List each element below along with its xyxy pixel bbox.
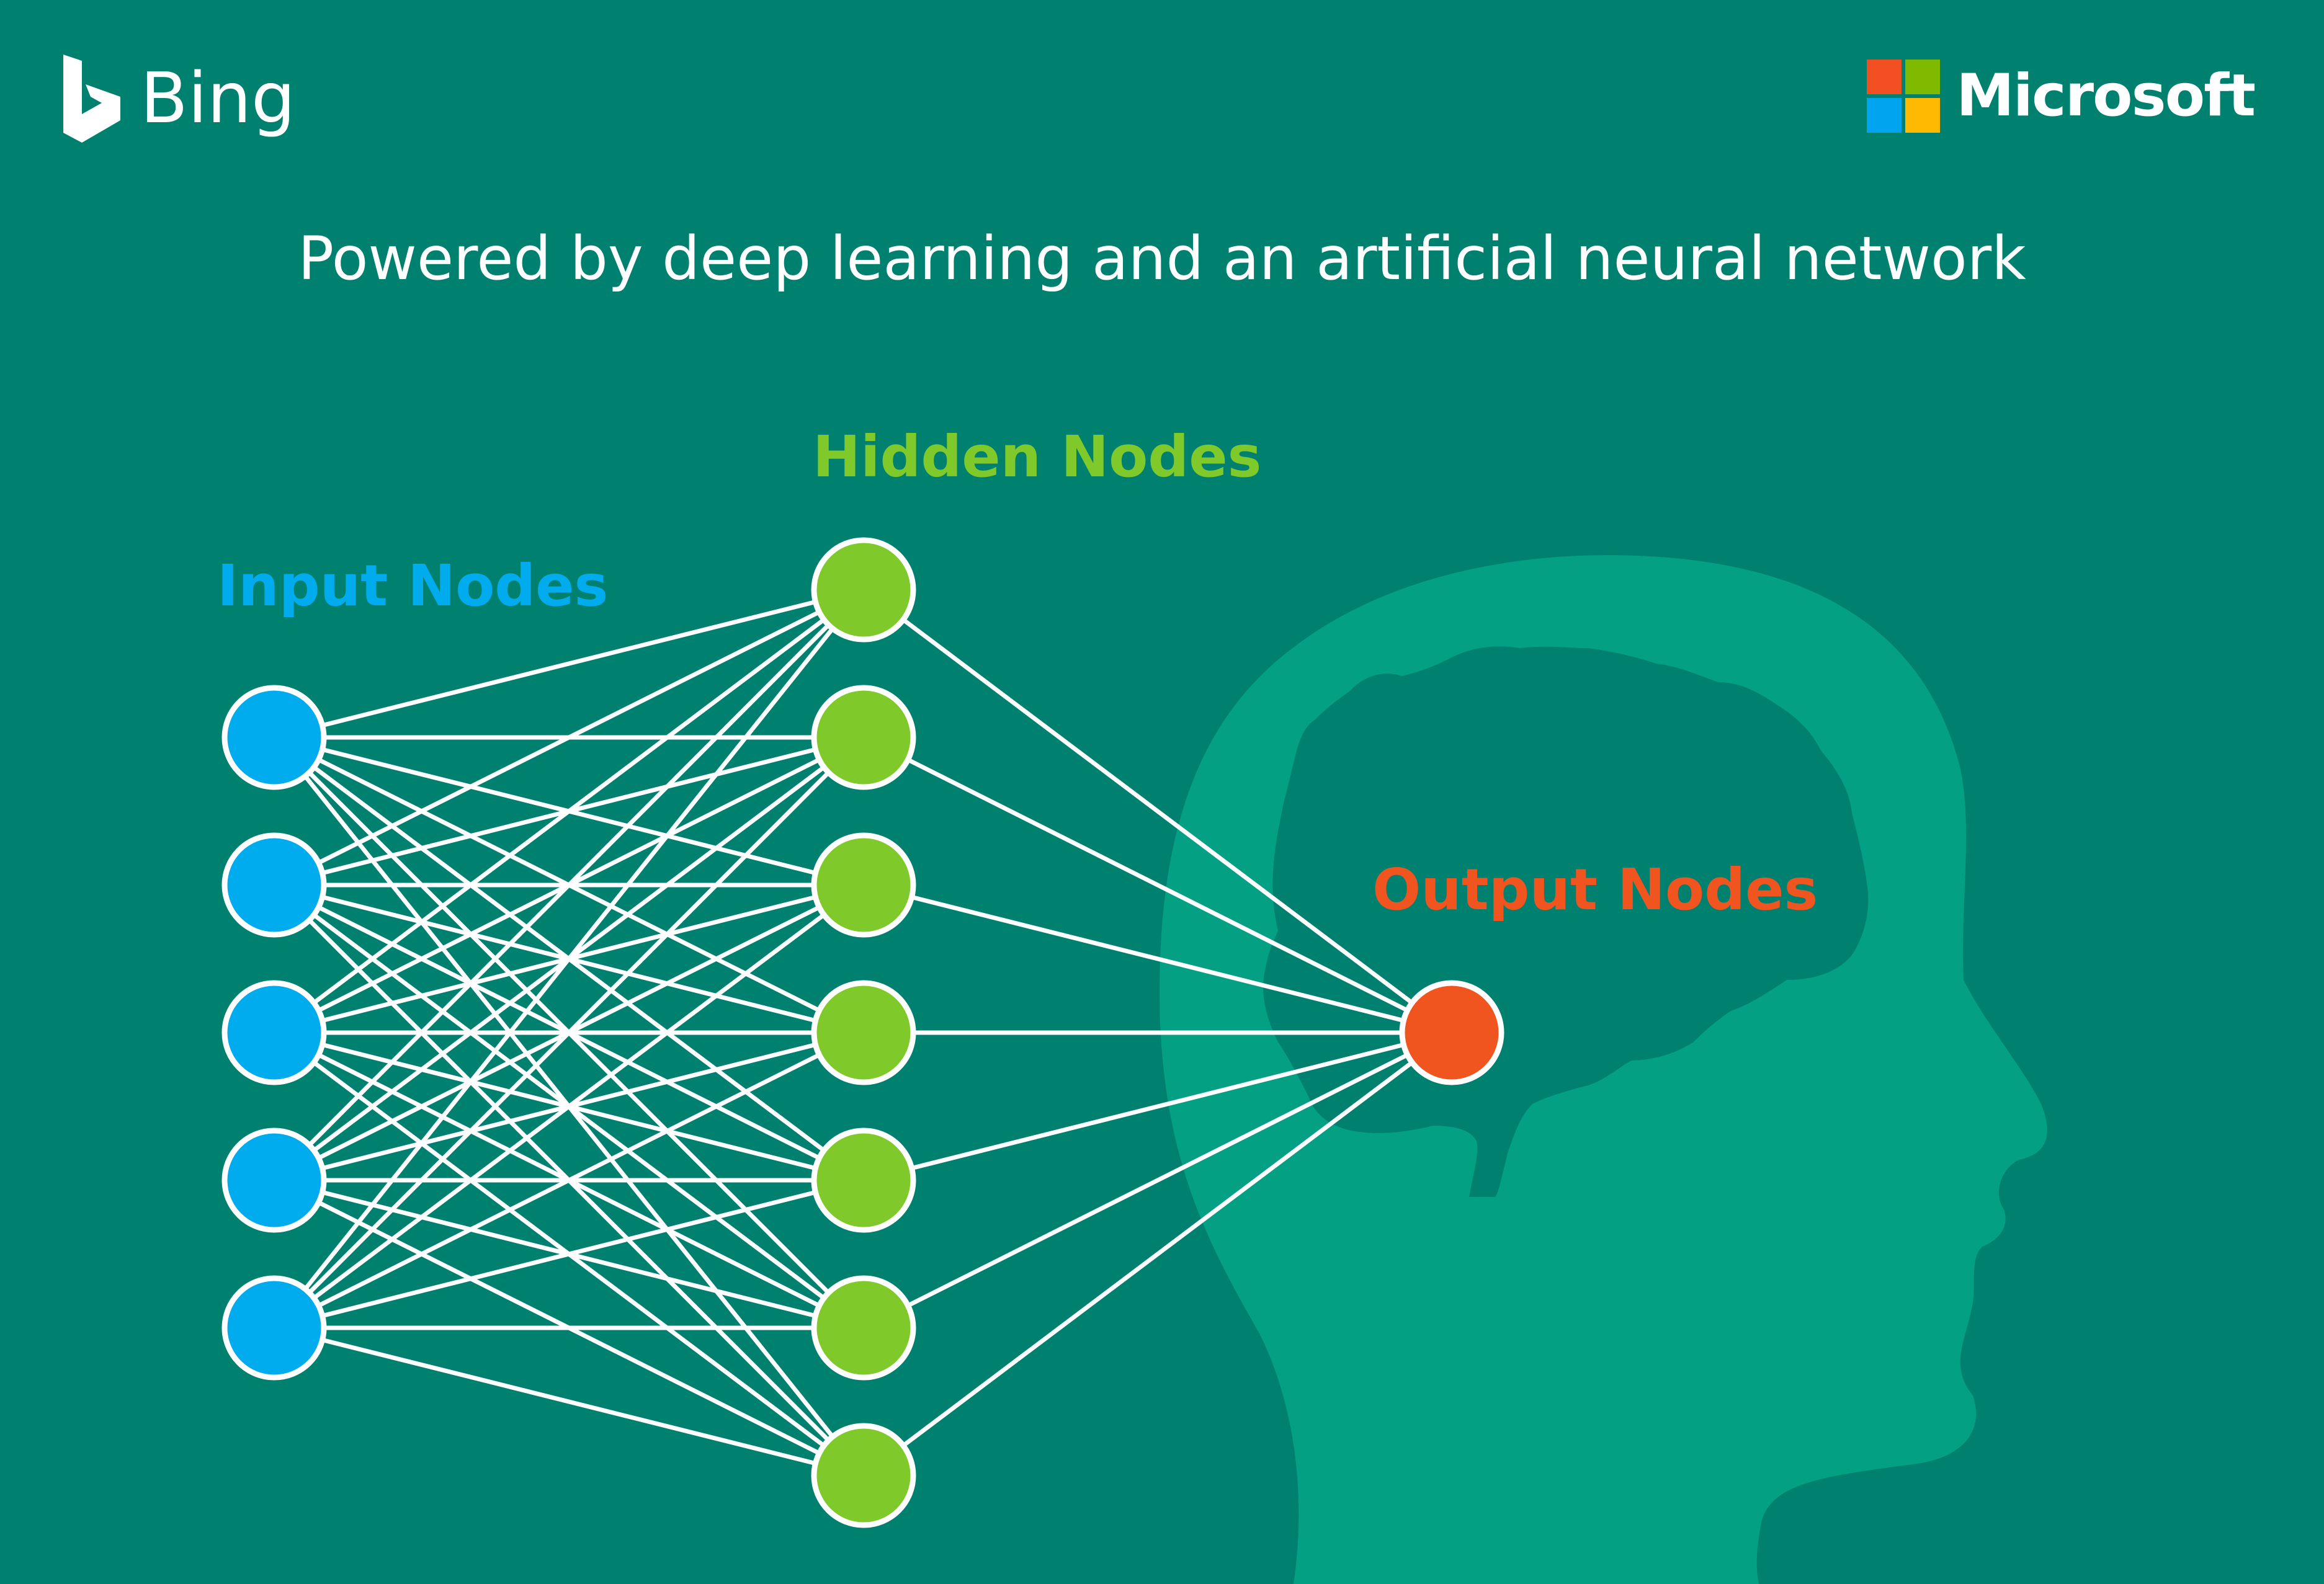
connection-hidden-node-1-to-output-node-1 [862, 588, 1454, 1034]
microsoft-wordmark: Microsoft [1956, 62, 2256, 130]
connections [272, 587, 1454, 1478]
connection-input-node-5-to-hidden-node-2 [272, 736, 865, 1330]
input-node-1 [221, 685, 327, 790]
ms-square-red [1867, 60, 1902, 94]
hidden-node-6 [811, 1275, 916, 1381]
connection-input-node-5-to-hidden-node-7 [274, 1325, 864, 1478]
hidden-node-2 [811, 685, 916, 790]
hidden-node-7 [811, 1423, 916, 1528]
connection-hidden-node-3-to-output-node-1 [863, 883, 1452, 1035]
connection-input-node-5-to-hidden-node-4 [273, 1030, 865, 1330]
hidden-node-1 [811, 537, 916, 643]
input-node-2 [221, 832, 327, 938]
output-nodes-label: Output Nodes [1372, 857, 1818, 923]
hidden-node-5 [811, 1128, 916, 1233]
connection-hidden-node-5-to-output-node-1 [863, 1030, 1452, 1183]
page-title: Powered by deep learning and an artifici… [298, 224, 2026, 293]
bing-logo[interactable]: Bing [61, 52, 295, 145]
bing-wordmark: Bing [140, 58, 296, 139]
microsoft-logo[interactable]: Microsoft [1867, 60, 2256, 133]
connection-input-node-5-to-hidden-node-1 [272, 588, 865, 1330]
nodes [221, 537, 1504, 1528]
connection-hidden-node-6-to-output-node-1 [862, 1030, 1453, 1330]
hidden-node-4 [811, 980, 916, 1085]
output-node-1 [1399, 980, 1504, 1085]
connection-hidden-node-2-to-output-node-1 [862, 735, 1453, 1035]
input-node-3 [221, 980, 327, 1085]
hidden-nodes-label: Hidden Nodes [813, 424, 1262, 490]
ms-square-green [1905, 60, 1941, 94]
input-node-4 [221, 1128, 327, 1233]
ms-square-blue [1867, 98, 1902, 133]
connection-hidden-node-7-to-output-node-1 [862, 1031, 1454, 1477]
microsoft-squares-icon [1867, 60, 1941, 133]
ms-square-yellow [1905, 98, 1941, 133]
input-node-5 [221, 1275, 327, 1381]
bing-b-icon [63, 55, 120, 143]
input-nodes-label: Input Nodes [217, 553, 609, 619]
hidden-node-3 [811, 832, 916, 938]
connection-input-node-4-to-hidden-node-1 [272, 588, 865, 1182]
connection-input-node-1-to-hidden-node-1 [274, 587, 864, 740]
connection-input-node-5-to-hidden-node-3 [272, 883, 865, 1330]
connection-input-node-3-to-hidden-node-1 [272, 588, 865, 1034]
connection-input-node-5-to-hidden-node-5 [274, 1178, 864, 1330]
connection-input-node-2-to-hidden-node-1 [273, 587, 865, 888]
